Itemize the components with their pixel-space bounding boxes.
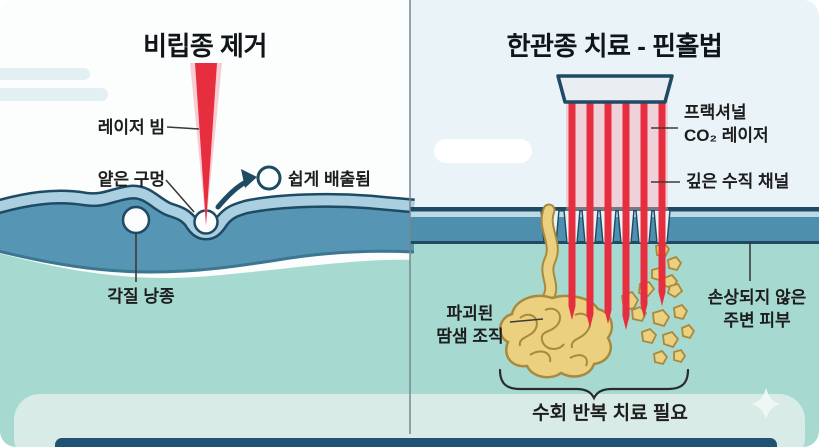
label-easy-discharge: 쉽게 배출됨 (288, 170, 371, 189)
laser-beam-shape (190, 63, 222, 226)
label-destroyed-gland-line1: 파괴된 (446, 304, 494, 323)
right-panel-title: 한관종 치료 - 핀홀법 (506, 31, 723, 61)
label-repeat-treatment: 수회 반복 치료 필요 (532, 403, 688, 424)
leader-lines (135, 126, 751, 323)
label-deep-channel: 깊은 수직 채널 (686, 172, 790, 191)
label-keratin-cyst: 각질 낭종 (107, 287, 175, 306)
bottom-navy-bar (55, 438, 777, 447)
brace-icon (498, 368, 690, 401)
label-laser-beam: 레이저 빔 (97, 118, 165, 137)
label-fractional-laser: 프랙셔널 CO₂ 레이저 (684, 101, 769, 147)
expelled-cyst-shape (256, 165, 282, 191)
label-destroyed-gland-line2: 땀샘 조직 (436, 327, 504, 346)
keratin-cyst-shape (121, 205, 151, 235)
fractional-beams-shape (566, 100, 668, 330)
label-intact-skin-line2: 주변 피부 (723, 311, 791, 330)
cloud-icon (0, 68, 532, 163)
label-fractional-laser-line1: 프랙셔널 (684, 103, 747, 122)
label-intact-skin: 손상되지 않은 주변 피부 (697, 286, 817, 332)
right-skin-band (410, 207, 819, 244)
label-intact-skin-line1: 손상되지 않은 (707, 288, 807, 307)
label-destroyed-gland: 파괴된 땀샘 조직 (420, 302, 520, 348)
laser-device-shape (556, 74, 674, 104)
label-fractional-laser-line2: CO₂ 레이저 (684, 126, 769, 145)
discharge-arrow-icon (215, 169, 257, 210)
sparkle-icon (752, 388, 780, 419)
left-panel-title: 비립종 제거 (143, 31, 267, 61)
label-shallow-hole: 얕은 구멍 (97, 170, 165, 189)
